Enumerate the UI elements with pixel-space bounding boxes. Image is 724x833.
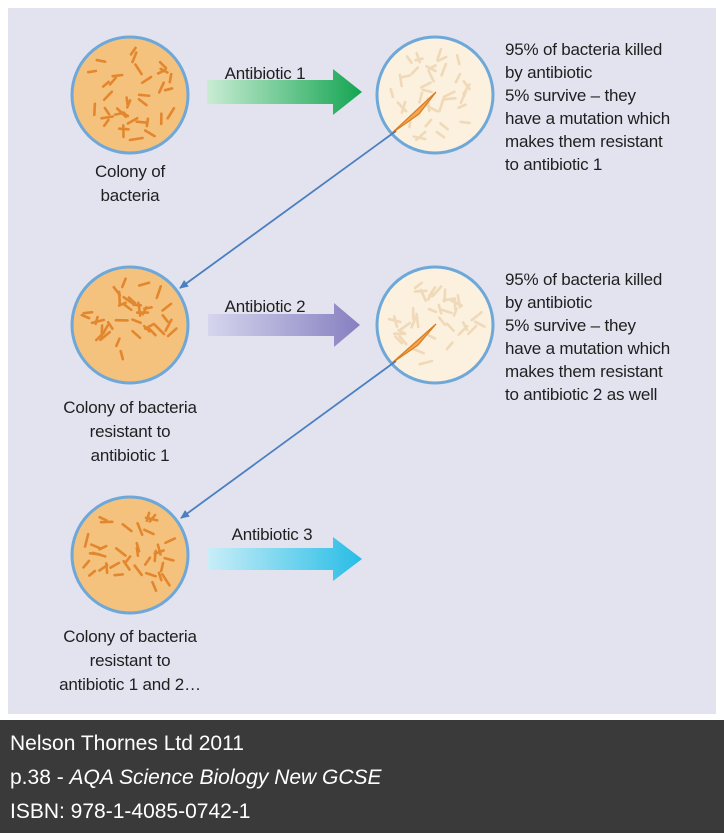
treated-colony-2 bbox=[377, 267, 493, 383]
result-1-text: 95% of bacteria killed by antibiotic 5% … bbox=[505, 38, 717, 176]
connector-arrow-1 bbox=[180, 131, 396, 288]
bacterium bbox=[139, 95, 149, 96]
page-ref: p.38 - bbox=[10, 766, 70, 789]
bacterium bbox=[165, 88, 172, 90]
antibiotic-2-label: Antibiotic 2 bbox=[205, 297, 325, 317]
source-caption: Nelson Thornes Ltd 2011 p.38 - AQA Scien… bbox=[0, 720, 724, 833]
bacterium bbox=[402, 75, 409, 77]
colony-3 bbox=[72, 497, 188, 613]
antibiotic-3-label: Antibiotic 3 bbox=[212, 525, 332, 545]
book-line: p.38 - AQA Science Biology New GCSE bbox=[10, 766, 382, 790]
publisher-line: Nelson Thornes Ltd 2011 bbox=[10, 732, 244, 756]
colony-2-label: Colony of bacteria resistant to antibiot… bbox=[30, 396, 230, 468]
isbn-line: ISBN: 978-1-4085-0742-1 bbox=[10, 800, 251, 824]
bacterium bbox=[88, 71, 96, 72]
book-title: AQA Science Biology New GCSE bbox=[70, 766, 382, 789]
bacterium bbox=[161, 563, 163, 571]
bacterium bbox=[461, 122, 470, 123]
antibiotic-1-label: Antibiotic 1 bbox=[205, 64, 325, 84]
colony-3-label: Colony of bacteria resistant to antibiot… bbox=[20, 625, 240, 697]
bacterium bbox=[106, 563, 107, 572]
colony-1-label: Colony of bacteria bbox=[60, 160, 200, 208]
bacterium bbox=[155, 551, 156, 561]
bacterium bbox=[84, 312, 92, 313]
result-2-text: 95% of bacteria killed by antibiotic 5% … bbox=[505, 268, 717, 406]
colony-1 bbox=[72, 37, 188, 153]
treated-colony-1 bbox=[377, 37, 493, 153]
bacterium bbox=[137, 122, 146, 123]
bacterium bbox=[102, 117, 113, 119]
bacterium bbox=[113, 75, 123, 76]
bacterium bbox=[94, 104, 95, 115]
bacterium bbox=[97, 60, 105, 62]
bacterium bbox=[115, 574, 123, 575]
bacterium bbox=[134, 305, 141, 306]
bacterium bbox=[144, 307, 151, 308]
bacterium bbox=[443, 98, 455, 99]
bacterium bbox=[170, 74, 171, 82]
colony-2 bbox=[72, 267, 188, 383]
bacterium bbox=[90, 553, 99, 554]
bacterium bbox=[444, 290, 445, 302]
